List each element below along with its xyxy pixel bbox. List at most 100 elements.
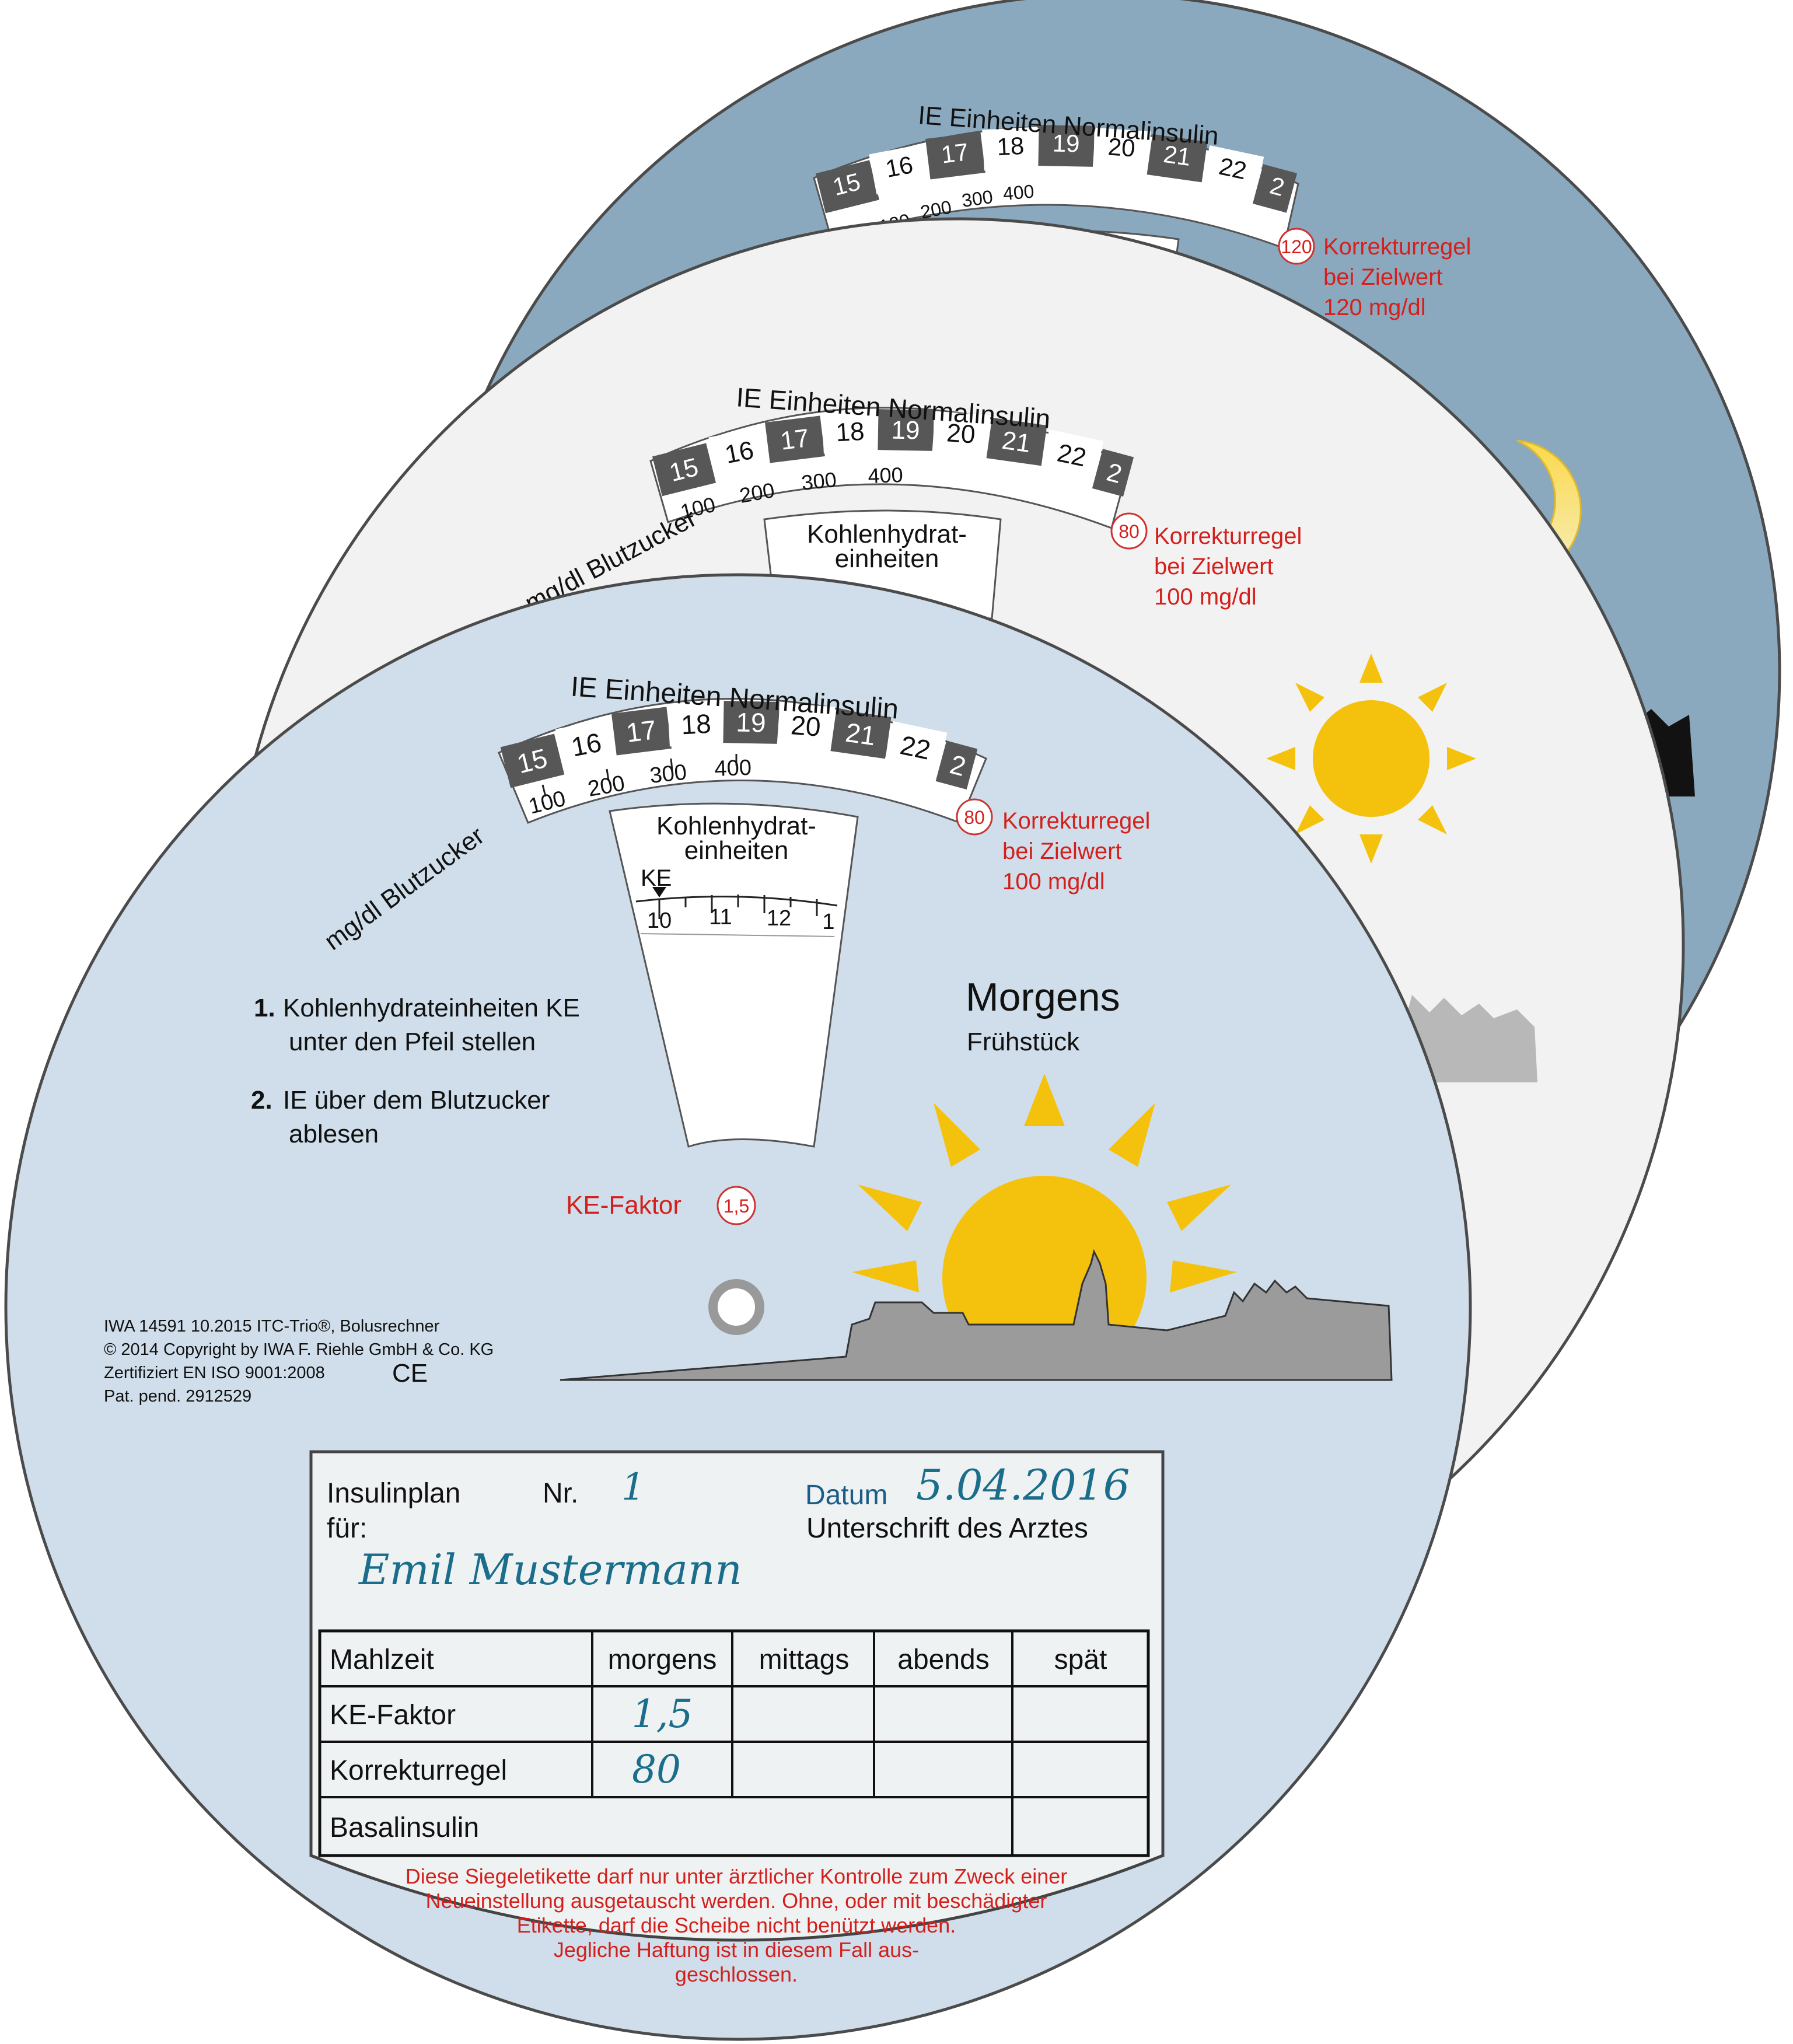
ke-pointer-label: KE [641, 865, 672, 891]
label-datum: Datum [805, 1480, 887, 1511]
front-ie-16: 16 [569, 727, 604, 763]
middle-correction-line1: Korrekturregel [1154, 523, 1302, 549]
middle-ie-16: 16 [722, 436, 756, 469]
middle-correction-target: 100 mg/dl [1154, 584, 1257, 610]
table-cell-korrektur-morgens: 80 [632, 1747, 681, 1792]
ke-faktor-value: 1,5 [724, 1196, 749, 1217]
step1-line1: Kohlenhydrateinheiten KE [283, 994, 580, 1022]
front-disc[interactable]: 15 16 17 18 19 20 21 22 2 100 200 300 40… [4, 573, 1472, 2041]
front-window-title-1: Kohlenhydrat- [656, 812, 816, 840]
front-ie-17: 17 [624, 714, 658, 748]
back-ie-20: 20 [1107, 132, 1136, 162]
front-ie-15: 15 [514, 743, 550, 780]
table-header-mittags: mittags [759, 1644, 850, 1675]
middle-correction-line2: bei Zielwert [1154, 554, 1274, 579]
back-ie-16: 16 [883, 151, 915, 183]
label-fuer: für: [327, 1513, 367, 1544]
imprint-line-3: Zertifiziert EN ISO 9001:2008 [104, 1364, 325, 1382]
front-scale-band: 15 16 17 18 19 20 21 22 2 100 200 300 40… [498, 698, 987, 824]
prescription-label: Insulinplan für: Nr. 1 Datum 5.04.2016 U… [309, 1450, 1165, 1986]
middle-ie-20: 20 [946, 418, 976, 449]
back-ie-19: 19 [1052, 130, 1080, 158]
table-row-korrekturregel: Korrekturregel [330, 1755, 507, 1786]
front-ke-window[interactable]: Kohlenhydrat- einheiten KE 10 11 12 1 [609, 802, 859, 1148]
front-correction-badge [956, 798, 993, 836]
back-ie-21: 21 [1162, 140, 1193, 171]
warning-line-1: Diese Siegeletikette darf nur unter ärzt… [406, 1864, 1068, 1888]
middle-bz-300: 300 [801, 467, 838, 495]
front-correction-value: 80 [964, 807, 985, 828]
middle-ie-19: 19 [891, 416, 920, 445]
imprint-line-2: © 2014 Copyright by IWA F. Riehle GmbH &… [104, 1340, 494, 1359]
back-ie-18: 18 [996, 132, 1025, 160]
back-correction-target: 120 mg/dl [1323, 295, 1426, 320]
front-bz-300: 300 [649, 760, 688, 788]
middle-ie-17: 17 [779, 424, 811, 456]
step1-number: 1. [254, 994, 275, 1022]
label-nr-value: 1 [621, 1466, 645, 1509]
step2-line2: ablesen [289, 1120, 379, 1148]
ke-ticks [658, 895, 818, 919]
front-ie-21: 21 [844, 717, 878, 752]
front-skyline [560, 1249, 1393, 1381]
patient-name: Emil Mustermann [358, 1545, 742, 1594]
front-ie-18: 18 [680, 708, 712, 740]
step2-number: 2. [251, 1086, 272, 1114]
table-header-abends: abends [897, 1644, 989, 1675]
warning-line-2: Neueinstellung ausgetauscht werden. Ohne… [426, 1889, 1047, 1913]
label-datum-value: 5.04.2016 [916, 1461, 1130, 1510]
imprint-line-4: Pat. pend. 2912529 [104, 1387, 251, 1406]
front-disc-title: Morgens [966, 975, 1120, 1019]
back-correction-value: 120 [1281, 236, 1312, 257]
middle-correction-badge [1110, 512, 1148, 550]
ce-mark: CE [392, 1359, 428, 1388]
warning-line-4: Jegliche Haftung ist in diesem Fall aus- [554, 1938, 919, 1962]
front-ie-19: 19 [736, 707, 766, 738]
back-scale-band: 15 16 17 18 19 20 21 22 2 120 200 300 40… [813, 125, 1299, 249]
center-hole [708, 1279, 764, 1335]
front-bz-ticks [541, 754, 738, 797]
front-ie-cells [500, 701, 978, 790]
front-correction-line2: bei Zielwert [1002, 838, 1122, 864]
back-correction-line2: bei Zielwert [1323, 264, 1443, 290]
back-bz-300: 300 [960, 186, 994, 211]
label-nr: Nr. [543, 1478, 578, 1509]
back-correction-badge [1278, 228, 1315, 265]
middle-correction-value: 80 [1119, 521, 1140, 542]
table-header-spaet: spät [1054, 1644, 1107, 1675]
back-bz-400: 400 [1002, 180, 1034, 204]
middle-ie-22: 22 [1055, 438, 1089, 472]
label-signature: Unterschrift des Arztes [806, 1513, 1088, 1544]
step2-line1: IE über dem Blutzucker [283, 1086, 550, 1114]
middle-window-title-1: Kohlenhydrat- [807, 520, 967, 548]
front-bz-400: 400 [714, 756, 752, 781]
ke-faktor-badge [716, 1186, 756, 1225]
front-disc-subtitle: Frühstück [967, 1028, 1080, 1056]
back-ie-15: 15 [830, 167, 864, 201]
middle-ie-15: 15 [666, 453, 701, 487]
middle-ie-21: 21 [1000, 426, 1032, 458]
middle-window-title-2: einheiten [835, 544, 939, 573]
ke-faktor-label: KE-Faktor [566, 1191, 681, 1220]
front-ie-22: 22 [898, 729, 934, 766]
table-row-basalinsulin: Basalinsulin [330, 1812, 479, 1843]
table-cell-ke-morgens: 1,5 [632, 1692, 693, 1736]
middle-bz-400: 400 [868, 463, 903, 488]
ke-number-11: 11 [709, 905, 732, 930]
label-insulinplan: Insulinplan [327, 1478, 461, 1509]
imprint-line-1: IWA 14591 10.2015 ITC-Trio®, Bolusrechne… [104, 1317, 440, 1336]
back-correction-line1: Korrekturregel [1323, 234, 1471, 260]
step1-line2: unter den Pfeil stellen [289, 1028, 536, 1056]
table-header-mahlzeit: Mahlzeit [330, 1644, 434, 1675]
middle-ie-cells [652, 409, 1134, 497]
ke-number-13: 1 [822, 910, 834, 934]
back-ie-22: 22 [1217, 152, 1249, 185]
middle-sun-icon [1266, 654, 1476, 864]
table-row-ke-faktor: KE-Faktor [330, 1700, 456, 1731]
back-ie-cells [815, 125, 1298, 214]
ke-arrow-icon [652, 887, 666, 897]
front-window-title-2: einheiten [684, 836, 789, 865]
warning-line-3: Etikette, darf die Scheibe nicht benützt… [517, 1913, 956, 1937]
table-header-morgens: morgens [608, 1644, 717, 1675]
